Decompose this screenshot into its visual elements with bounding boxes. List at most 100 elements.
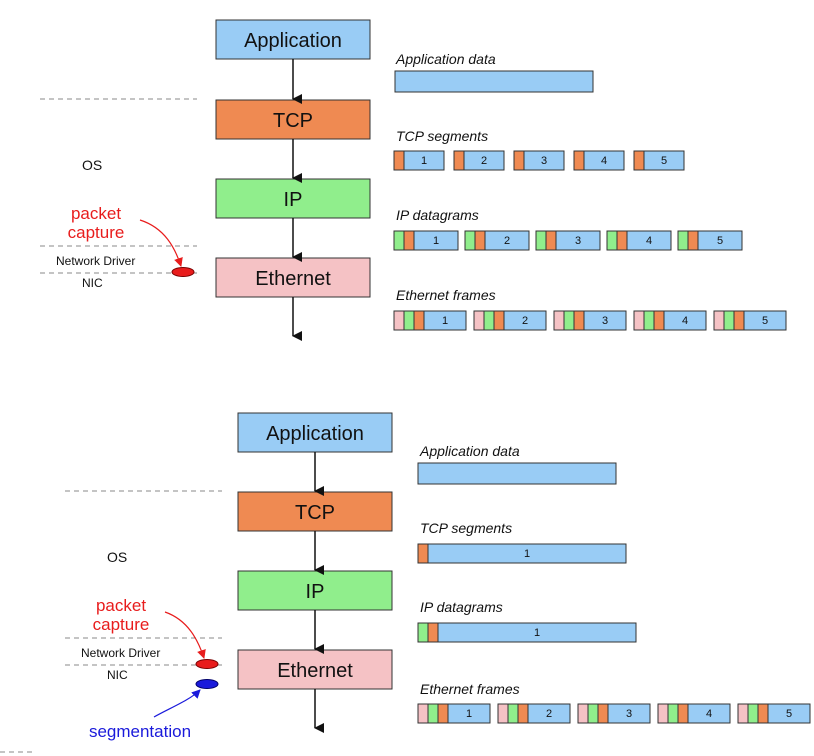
payload-segment bbox=[555, 230, 601, 251]
ip-label: IP bbox=[306, 581, 325, 603]
payload-segment bbox=[663, 310, 707, 331]
tcp-box bbox=[215, 99, 371, 140]
packet-number: 4 bbox=[646, 235, 652, 247]
packet-number: 2 bbox=[546, 708, 552, 720]
ethernet-frames-row: 1 2 3 4 5 bbox=[417, 703, 811, 724]
panel-without-offload: Application TCP IP Ethernet OS packet ca… bbox=[40, 19, 787, 341]
header-segment bbox=[453, 150, 465, 171]
payload-segment bbox=[767, 703, 811, 724]
tcp-segments-caption: TCP segments bbox=[396, 128, 488, 144]
ethernet-label: Ethernet bbox=[255, 268, 331, 290]
ethernet-frames-caption: Ethernet frames bbox=[396, 287, 496, 303]
packet-number: 1 bbox=[534, 627, 540, 639]
header-segment bbox=[417, 543, 429, 564]
ip-label: IP bbox=[284, 189, 303, 211]
header-segment bbox=[393, 150, 405, 171]
payload-segment bbox=[427, 543, 627, 564]
ip-datagrams-caption: IP datagrams bbox=[396, 207, 479, 223]
header-segment bbox=[464, 230, 476, 251]
header-segment bbox=[733, 310, 745, 331]
header-segment bbox=[403, 310, 415, 331]
payload-segment bbox=[626, 230, 672, 251]
header-segment bbox=[713, 310, 725, 331]
packet-number: 3 bbox=[575, 235, 581, 247]
nic-label: NIC bbox=[107, 668, 128, 682]
header-segment bbox=[616, 230, 628, 251]
packet-capture-pointer bbox=[139, 219, 183, 267]
header-segment bbox=[747, 703, 759, 724]
packet-number: 1 bbox=[466, 708, 472, 720]
header-segment bbox=[657, 703, 669, 724]
header-segment bbox=[473, 310, 485, 331]
packet-number: 3 bbox=[626, 708, 632, 720]
application-data-caption: Application data bbox=[419, 443, 520, 459]
payload-segment bbox=[423, 310, 467, 331]
tcp-label: TCP bbox=[273, 110, 313, 132]
header-segment bbox=[757, 703, 769, 724]
network-driver-label: Network Driver bbox=[81, 646, 160, 660]
packet-number: 1 bbox=[524, 548, 530, 560]
packet-capture-pointer bbox=[164, 611, 206, 659]
ip-datagrams-caption: IP datagrams bbox=[420, 599, 503, 615]
payload-segment bbox=[687, 703, 731, 724]
header-segment bbox=[413, 310, 425, 331]
payload-segment bbox=[523, 150, 565, 171]
application-label: Application bbox=[266, 423, 364, 445]
header-segment bbox=[497, 703, 509, 724]
header-segment bbox=[474, 230, 486, 251]
payload-segment bbox=[527, 703, 571, 724]
header-segment bbox=[517, 703, 529, 724]
header-segment bbox=[393, 310, 405, 331]
network-driver-label: Network Driver bbox=[56, 254, 135, 268]
application-label: Application bbox=[244, 30, 342, 52]
header-segment bbox=[483, 310, 495, 331]
header-segment bbox=[677, 230, 689, 251]
header-segment bbox=[535, 230, 547, 251]
header-segment bbox=[737, 703, 749, 724]
payload-segment bbox=[697, 230, 743, 251]
header-segment bbox=[513, 150, 525, 171]
header-segment bbox=[507, 703, 519, 724]
packet-number: 3 bbox=[602, 315, 608, 327]
packet-number: 4 bbox=[601, 155, 607, 167]
header-segment bbox=[545, 230, 557, 251]
header-segment bbox=[393, 230, 405, 251]
packet-number: 3 bbox=[541, 155, 547, 167]
panel-with-offload: Application TCP IP Ethernet OS packet ca… bbox=[65, 412, 811, 741]
header-segment bbox=[417, 622, 429, 643]
header-segment bbox=[597, 703, 609, 724]
packet-number: 5 bbox=[786, 708, 792, 720]
packet-capture-label-line2: capture bbox=[93, 615, 150, 634]
packet-number: 2 bbox=[504, 235, 510, 247]
packet-number: 1 bbox=[421, 155, 427, 167]
payload-segment bbox=[743, 310, 787, 331]
ip-box bbox=[237, 570, 393, 611]
header-segment bbox=[643, 310, 655, 331]
packet-capture-point-icon bbox=[195, 659, 219, 669]
os-label: OS bbox=[82, 157, 102, 173]
payload-segment bbox=[583, 150, 625, 171]
application-data-caption: Application data bbox=[395, 51, 496, 67]
payload-segment bbox=[484, 230, 530, 251]
header-segment bbox=[437, 703, 449, 724]
header-segment bbox=[403, 230, 415, 251]
segmentation-label: segmentation bbox=[89, 722, 191, 741]
packet-number: 2 bbox=[522, 315, 528, 327]
packet-capture-label-line2: capture bbox=[68, 223, 125, 242]
packet-capture-label-line1: packet bbox=[71, 204, 121, 223]
header-segment bbox=[573, 150, 585, 171]
payload-segment bbox=[403, 150, 445, 171]
packet-capture-point-icon bbox=[171, 267, 195, 277]
tcp-segments-row: 1 bbox=[417, 543, 627, 564]
packet-number: 4 bbox=[706, 708, 712, 720]
tcp-label: TCP bbox=[295, 502, 335, 524]
header-segment bbox=[417, 703, 429, 724]
packet-number: 1 bbox=[433, 235, 439, 247]
ip-datagrams-row: 1 bbox=[417, 622, 637, 643]
header-segment bbox=[493, 310, 505, 331]
packet-number: 5 bbox=[762, 315, 768, 327]
